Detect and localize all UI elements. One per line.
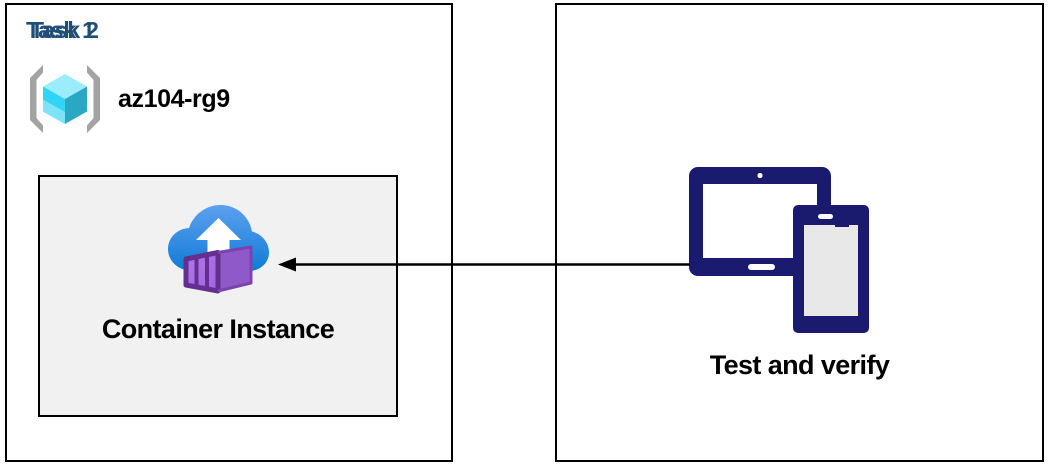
task-1-title: Task 1 <box>26 17 95 43</box>
task-2-title: Task 2 <box>30 17 99 43</box>
container-instance-label: Container Instance <box>101 314 335 344</box>
resource-group-row: az104-rg9 <box>26 62 230 136</box>
resource-group-label: az104-rg9 <box>118 84 230 113</box>
container-instance-card: Container Instance <box>38 175 398 417</box>
test-and-verify-label: Test and verify <box>709 350 890 380</box>
azure-resource-group-icon <box>26 62 104 136</box>
